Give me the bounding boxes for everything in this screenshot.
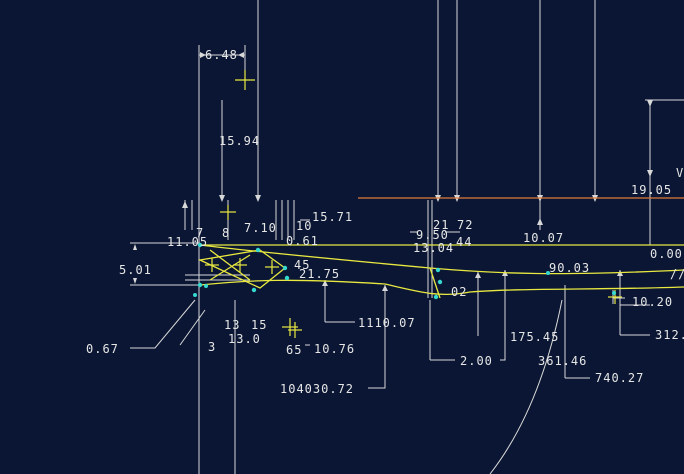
dimension-label[interactable]: 90.03 — [549, 261, 591, 275]
dimension-label[interactable]: 10.20 — [632, 295, 674, 309]
dimension-label[interactable]: 15.71 — [312, 210, 354, 224]
dimension-label[interactable]: 0.61 — [286, 234, 319, 248]
dimension-fragment: 8 — [222, 226, 231, 240]
dimension-fragment: V — [676, 166, 684, 180]
extension-lines — [130, 0, 684, 474]
leader-lines — [130, 219, 650, 474]
hull-profile[interactable] — [197, 244, 684, 299]
dimension-label[interactable]: 104030.72 — [280, 382, 355, 396]
dimension-label[interactable]: 11.05 — [167, 235, 209, 249]
dimension-label[interactable]: 10.07 — [523, 231, 565, 245]
dimension-fragment: 10 — [296, 219, 313, 233]
dimension-fragment: 45 — [294, 258, 311, 272]
dimension-fragment: // — [670, 267, 684, 281]
dimension-label[interactable]: 15.94 — [219, 134, 261, 148]
sketch-points[interactable] — [193, 242, 616, 300]
dimension-label[interactable]: 13.04 — [413, 241, 455, 255]
dimension-arrows — [133, 52, 653, 291]
dimension-label[interactable]: 10.76 — [314, 342, 356, 356]
dimension-fragment: 7.10 — [244, 221, 277, 235]
dimension-fragment: 13 — [224, 318, 241, 332]
dimension-fragment: 7 — [196, 226, 205, 240]
dimension-label[interactable]: 5.01 — [119, 263, 152, 277]
dimension-label[interactable]: 740.27 — [595, 371, 645, 385]
dimension-label[interactable]: 13.0 — [228, 332, 261, 346]
dimension-label[interactable]: 19.05 — [631, 183, 673, 197]
dimension-label[interactable]: 1110.07 — [358, 316, 416, 330]
dimension-label[interactable]: 21.75 — [299, 267, 341, 281]
dimension-label[interactable]: 0.67 — [86, 342, 119, 356]
dimension-label[interactable]: 0.00 — [650, 247, 683, 261]
sketch-crosshairs — [205, 70, 622, 338]
dimension-label[interactable]: 9.50 — [416, 228, 449, 242]
dimension-label[interactable]: 44 — [456, 235, 473, 249]
dimension-label[interactable]: 02 — [451, 285, 468, 299]
dimension-label[interactable]: 361.46 — [538, 354, 588, 368]
dimension-label[interactable]: 2.00 — [460, 354, 493, 368]
dimension-label[interactable]: 175.45 — [510, 330, 560, 344]
dimension-label[interactable]: 312. — [655, 328, 684, 342]
dimension-label[interactable]: 72 — [457, 218, 474, 232]
dimension-fragment: 15 — [251, 318, 268, 332]
dimension-fragment: 3 — [208, 340, 217, 354]
dimension-label[interactable]: 21 — [433, 218, 450, 232]
dimension-fragment: 65 — [286, 343, 303, 357]
dimension-label[interactable]: 6.48 — [205, 48, 238, 62]
